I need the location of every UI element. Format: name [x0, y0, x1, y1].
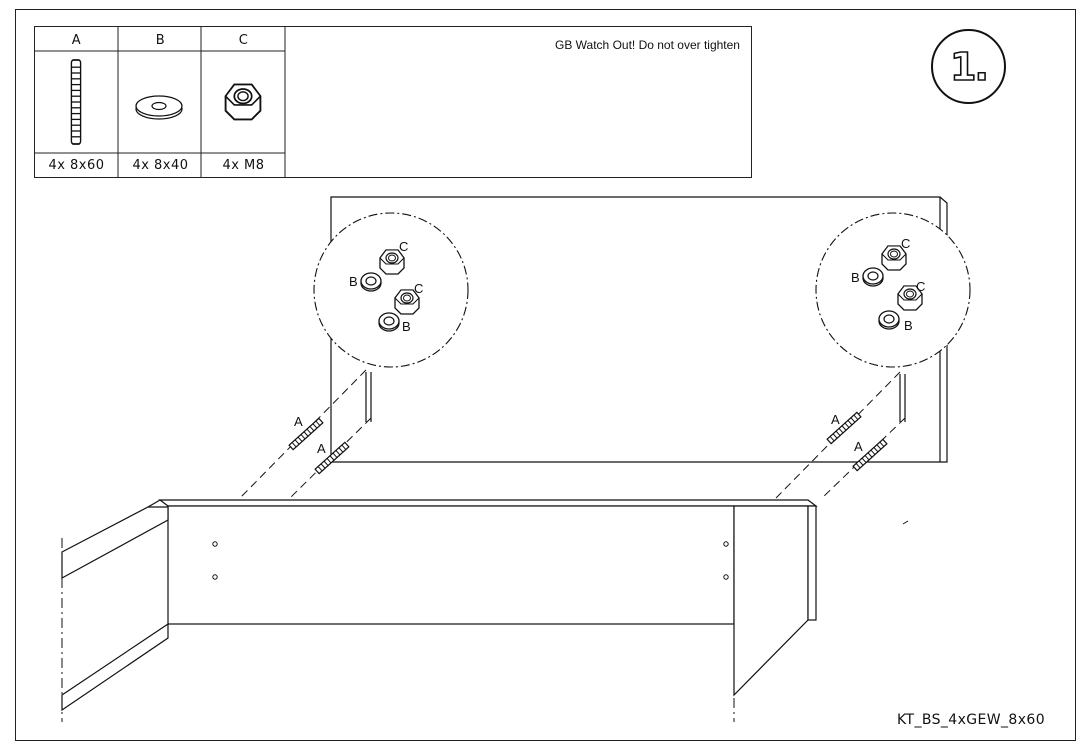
part-a-quantity: 4x 8x60	[48, 158, 105, 173]
part-c-letter: C	[238, 33, 249, 48]
drawing-code: KT_BS_4xGEW_8x60	[897, 712, 1046, 728]
step-number: 1.	[949, 44, 989, 90]
detail-circles	[313, 212, 971, 368]
part-a-letter: A	[71, 33, 82, 48]
left-hardware-detail: B C C B	[349, 239, 423, 334]
part-b-quantity: 4x 8x40	[132, 158, 189, 173]
label-c: C	[399, 239, 408, 254]
step-number-badge: 1.	[931, 29, 1006, 104]
washer-icon	[135, 95, 183, 120]
hex-nut-icon	[224, 83, 262, 121]
drawing-frame	[15, 9, 1076, 741]
label-a: A	[317, 441, 326, 456]
parts-table: A B C 4x 8x60 4x 8x40 4x M8 GB Watch Out…	[34, 26, 752, 178]
label-c: C	[916, 279, 925, 294]
label-c: C	[901, 236, 910, 251]
label-a: A	[294, 414, 303, 429]
bed-frame	[61, 499, 818, 712]
label-a: A	[854, 439, 863, 454]
part-c-quantity: 4x M8	[222, 158, 265, 173]
parts-table-grid	[34, 26, 286, 178]
right-hardware-detail: B C C B	[851, 236, 925, 333]
warning-text: GB Watch Out! Do not over tighten	[555, 38, 740, 52]
label-b: B	[904, 318, 913, 333]
mounting-holes	[212, 541, 729, 580]
label-b: B	[349, 274, 358, 289]
part-b-letter: B	[155, 33, 166, 48]
threaded-rod-icon	[70, 59, 82, 145]
label-c: C	[414, 281, 423, 296]
label-b: B	[851, 270, 860, 285]
stray-mark	[902, 520, 909, 525]
label-a: A	[831, 412, 840, 427]
label-b: B	[402, 319, 411, 334]
